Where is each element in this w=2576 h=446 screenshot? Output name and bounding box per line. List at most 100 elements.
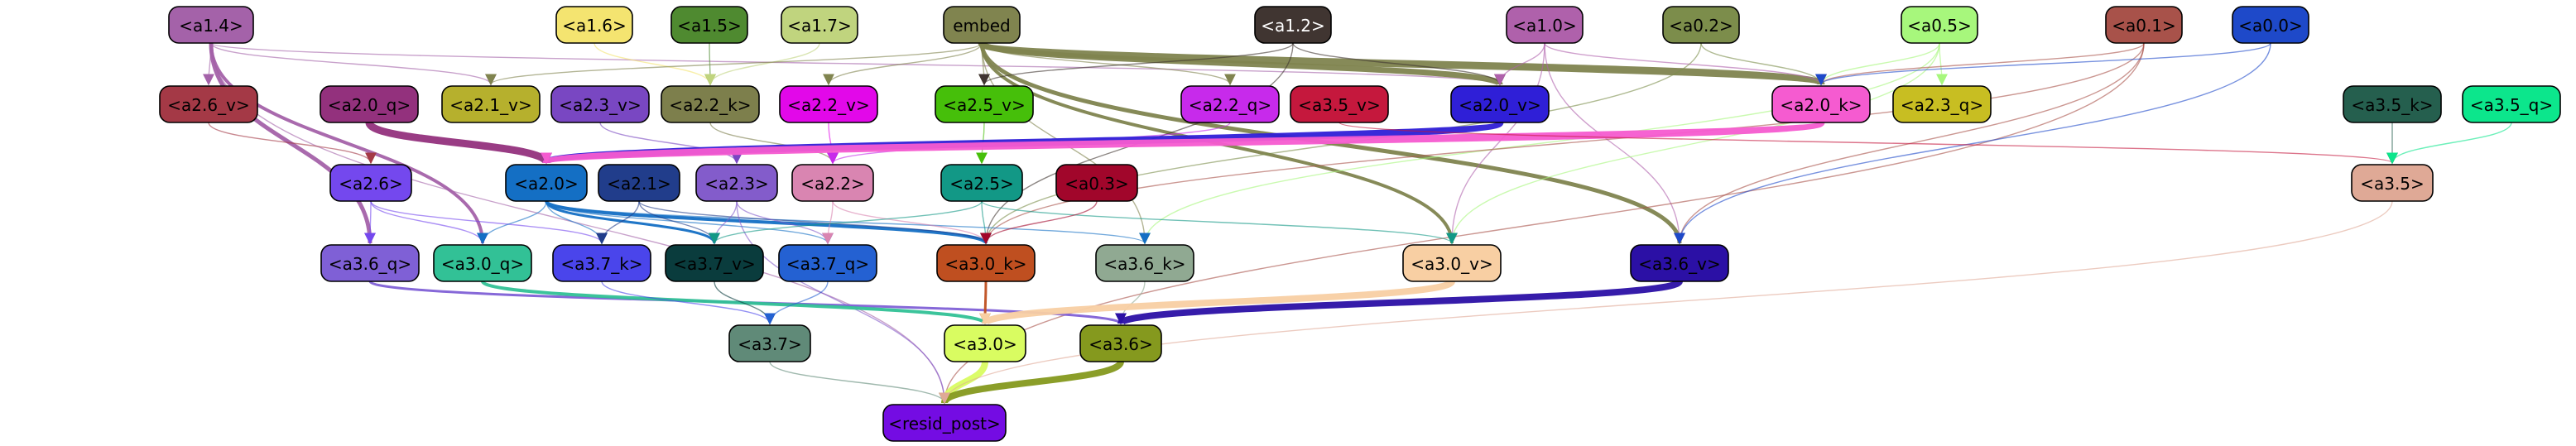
node-box <box>778 244 877 282</box>
node-a3-6-k[interactable]: <a3.6_k> <box>1095 244 1194 282</box>
node-a0-5[interactable]: <a0.5> <box>1901 6 1978 44</box>
node-box <box>791 164 874 202</box>
node-label: <a3.5_q> <box>2470 95 2553 115</box>
node-label: <a1.6> <box>562 16 627 36</box>
node-a2-5[interactable]: <a2.5> <box>940 164 1023 202</box>
node-box <box>695 164 778 202</box>
edge-a1-5-to-a2-2-k <box>704 42 716 86</box>
node-box <box>1892 85 1992 123</box>
edge-a2-0-to-a3-0-k <box>545 199 992 245</box>
edge-a3-7-to-resid-post <box>769 361 950 405</box>
node-a3-5[interactable]: <a3.5> <box>2351 164 2434 202</box>
edge-a0-5-to-a3-6-k <box>1139 42 1940 245</box>
node-a3-0-v[interactable]: <a3.0_v> <box>1402 244 1502 282</box>
node-a3-6[interactable]: <a3.6> <box>1079 324 1162 362</box>
edge-a1-4-to-a2-0-v <box>210 42 1506 86</box>
node-label: <a2.3_v> <box>559 95 641 115</box>
node-a3-6-v[interactable]: <a3.6_v> <box>1630 244 1729 282</box>
node-resid-post[interactable]: <resid_post> <box>882 404 1007 442</box>
node-box <box>779 85 878 123</box>
edge-a2-3-v-to-a2-3 <box>599 122 743 165</box>
edge-embed-to-a2-1-v <box>485 42 983 86</box>
node-a1-0[interactable]: <a1.0> <box>1506 6 1584 44</box>
node-box <box>943 6 1021 44</box>
edge-a1-0-to-a3-6-v <box>1544 42 1685 245</box>
node-a0-3[interactable]: <a0.3> <box>1055 164 1138 202</box>
node-a3-7[interactable]: <a3.7> <box>728 324 811 362</box>
node-box <box>1402 244 1502 282</box>
node-a3-0-q[interactable]: <a3.0_q> <box>433 244 532 282</box>
node-a3-0-k[interactable]: <a3.0_k> <box>936 244 1036 282</box>
node-a3-7-q[interactable]: <a3.7_q> <box>778 244 877 282</box>
node-a3-0[interactable]: <a3.0> <box>944 324 1026 362</box>
node-label: <a2.0_k> <box>1780 95 1862 115</box>
edge-a2-5-to-a3-7-v <box>709 200 983 245</box>
node-label: <a3.0> <box>953 334 1017 354</box>
node-embed[interactable]: embed <box>943 6 1021 44</box>
node-box <box>1254 6 1332 44</box>
node-a2-3-v[interactable]: <a2.3_v> <box>550 85 650 123</box>
node-a3-6-q[interactable]: <a3.6_q> <box>320 244 420 282</box>
edge-a2-1-to-a3-0-k <box>638 200 992 245</box>
node-box <box>598 164 680 202</box>
node-label: <a1.0> <box>1512 16 1577 36</box>
node-label: <a0.2> <box>1669 16 1733 36</box>
edge-a3-5-q-to-a3-5 <box>2386 122 2512 165</box>
edge-a0-0-to-a3-6-v <box>1674 42 2271 245</box>
node-label: <resid_post> <box>888 414 1000 434</box>
node-a2-2[interactable]: <a2.2> <box>791 164 874 202</box>
node-a1-7[interactable]: <a1.7> <box>781 6 858 44</box>
node-a2-3[interactable]: <a2.3> <box>695 164 778 202</box>
node-box <box>1450 85 1550 123</box>
node-a3-7-k[interactable]: <a3.7_k> <box>552 244 651 282</box>
node-box <box>1771 85 1871 123</box>
node-box <box>781 6 858 44</box>
node-a0-0[interactable]: <a0.0> <box>2232 6 2309 44</box>
node-box <box>505 164 588 202</box>
node-box <box>1079 324 1162 362</box>
node-a1-6[interactable]: <a1.6> <box>555 6 633 44</box>
node-a3-5-v[interactable]: <a3.5_v> <box>1290 85 1389 123</box>
node-a2-0-k[interactable]: <a2.0_k> <box>1771 85 1871 123</box>
node-a1-5[interactable]: <a1.5> <box>670 6 748 44</box>
node-a2-6-v[interactable]: <a2.6_v> <box>159 85 258 123</box>
node-label: <a2.2> <box>800 174 865 194</box>
node-a2-1-v[interactable]: <a2.1_v> <box>441 85 541 123</box>
node-label: <a0.0> <box>2238 16 2303 36</box>
node-a2-2-q[interactable]: <a2.2_q> <box>1180 85 1280 123</box>
edge-a2-2-to-a3-0-k <box>832 200 992 245</box>
node-label: <a1.4> <box>179 16 243 36</box>
node-a3-5-q[interactable]: <a3.5_q> <box>2462 85 2561 123</box>
node-a0-2[interactable]: <a0.2> <box>1662 6 1740 44</box>
edge-a1-6-to-a2-2-k <box>594 42 716 86</box>
node-label: <a3.0_k> <box>944 254 1026 274</box>
node-a2-1[interactable]: <a2.1> <box>598 164 680 202</box>
node-box <box>940 164 1023 202</box>
edge-a0-5-to-a2-3-q <box>1935 42 1948 86</box>
node-a2-0[interactable]: <a2.0> <box>505 164 588 202</box>
edge-a1-7-to-a2-2-k <box>704 42 820 86</box>
node-label: <a2.1> <box>607 174 671 194</box>
node-a2-2-k[interactable]: <a2.2_k> <box>661 85 760 123</box>
node-a2-0-q[interactable]: <a2.0_q> <box>320 85 419 123</box>
node-a3-7-v[interactable]: <a3.7_v> <box>665 244 764 282</box>
node-label: <a2.0_v> <box>1459 95 1540 115</box>
node-a2-3-q[interactable]: <a2.3_q> <box>1892 85 1992 123</box>
node-label: <a2.3> <box>704 174 769 194</box>
node-a1-4[interactable]: <a1.4> <box>168 6 254 44</box>
edge-embed-to-a2-2-q <box>981 42 1236 86</box>
node-label: <a3.5_v> <box>1298 95 1380 115</box>
node-a2-6[interactable]: <a2.6> <box>329 164 412 202</box>
node-a0-1[interactable]: <a0.1> <box>2105 6 2183 44</box>
node-a2-2-v[interactable]: <a2.2_v> <box>779 85 878 123</box>
edge-a3-0-k-to-a3-0 <box>979 281 992 325</box>
node-a2-0-v[interactable]: <a2.0_v> <box>1450 85 1550 123</box>
node-box <box>1095 244 1194 282</box>
node-label: <a2.0_q> <box>328 95 411 115</box>
node-a2-5-v[interactable]: <a2.5_v> <box>935 85 1034 123</box>
node-a3-5-k[interactable]: <a3.5_k> <box>2343 85 2442 123</box>
node-box <box>552 244 651 282</box>
node-box <box>2351 164 2434 202</box>
node-box <box>670 6 748 44</box>
node-a1-2[interactable]: <a1.2> <box>1254 6 1332 44</box>
